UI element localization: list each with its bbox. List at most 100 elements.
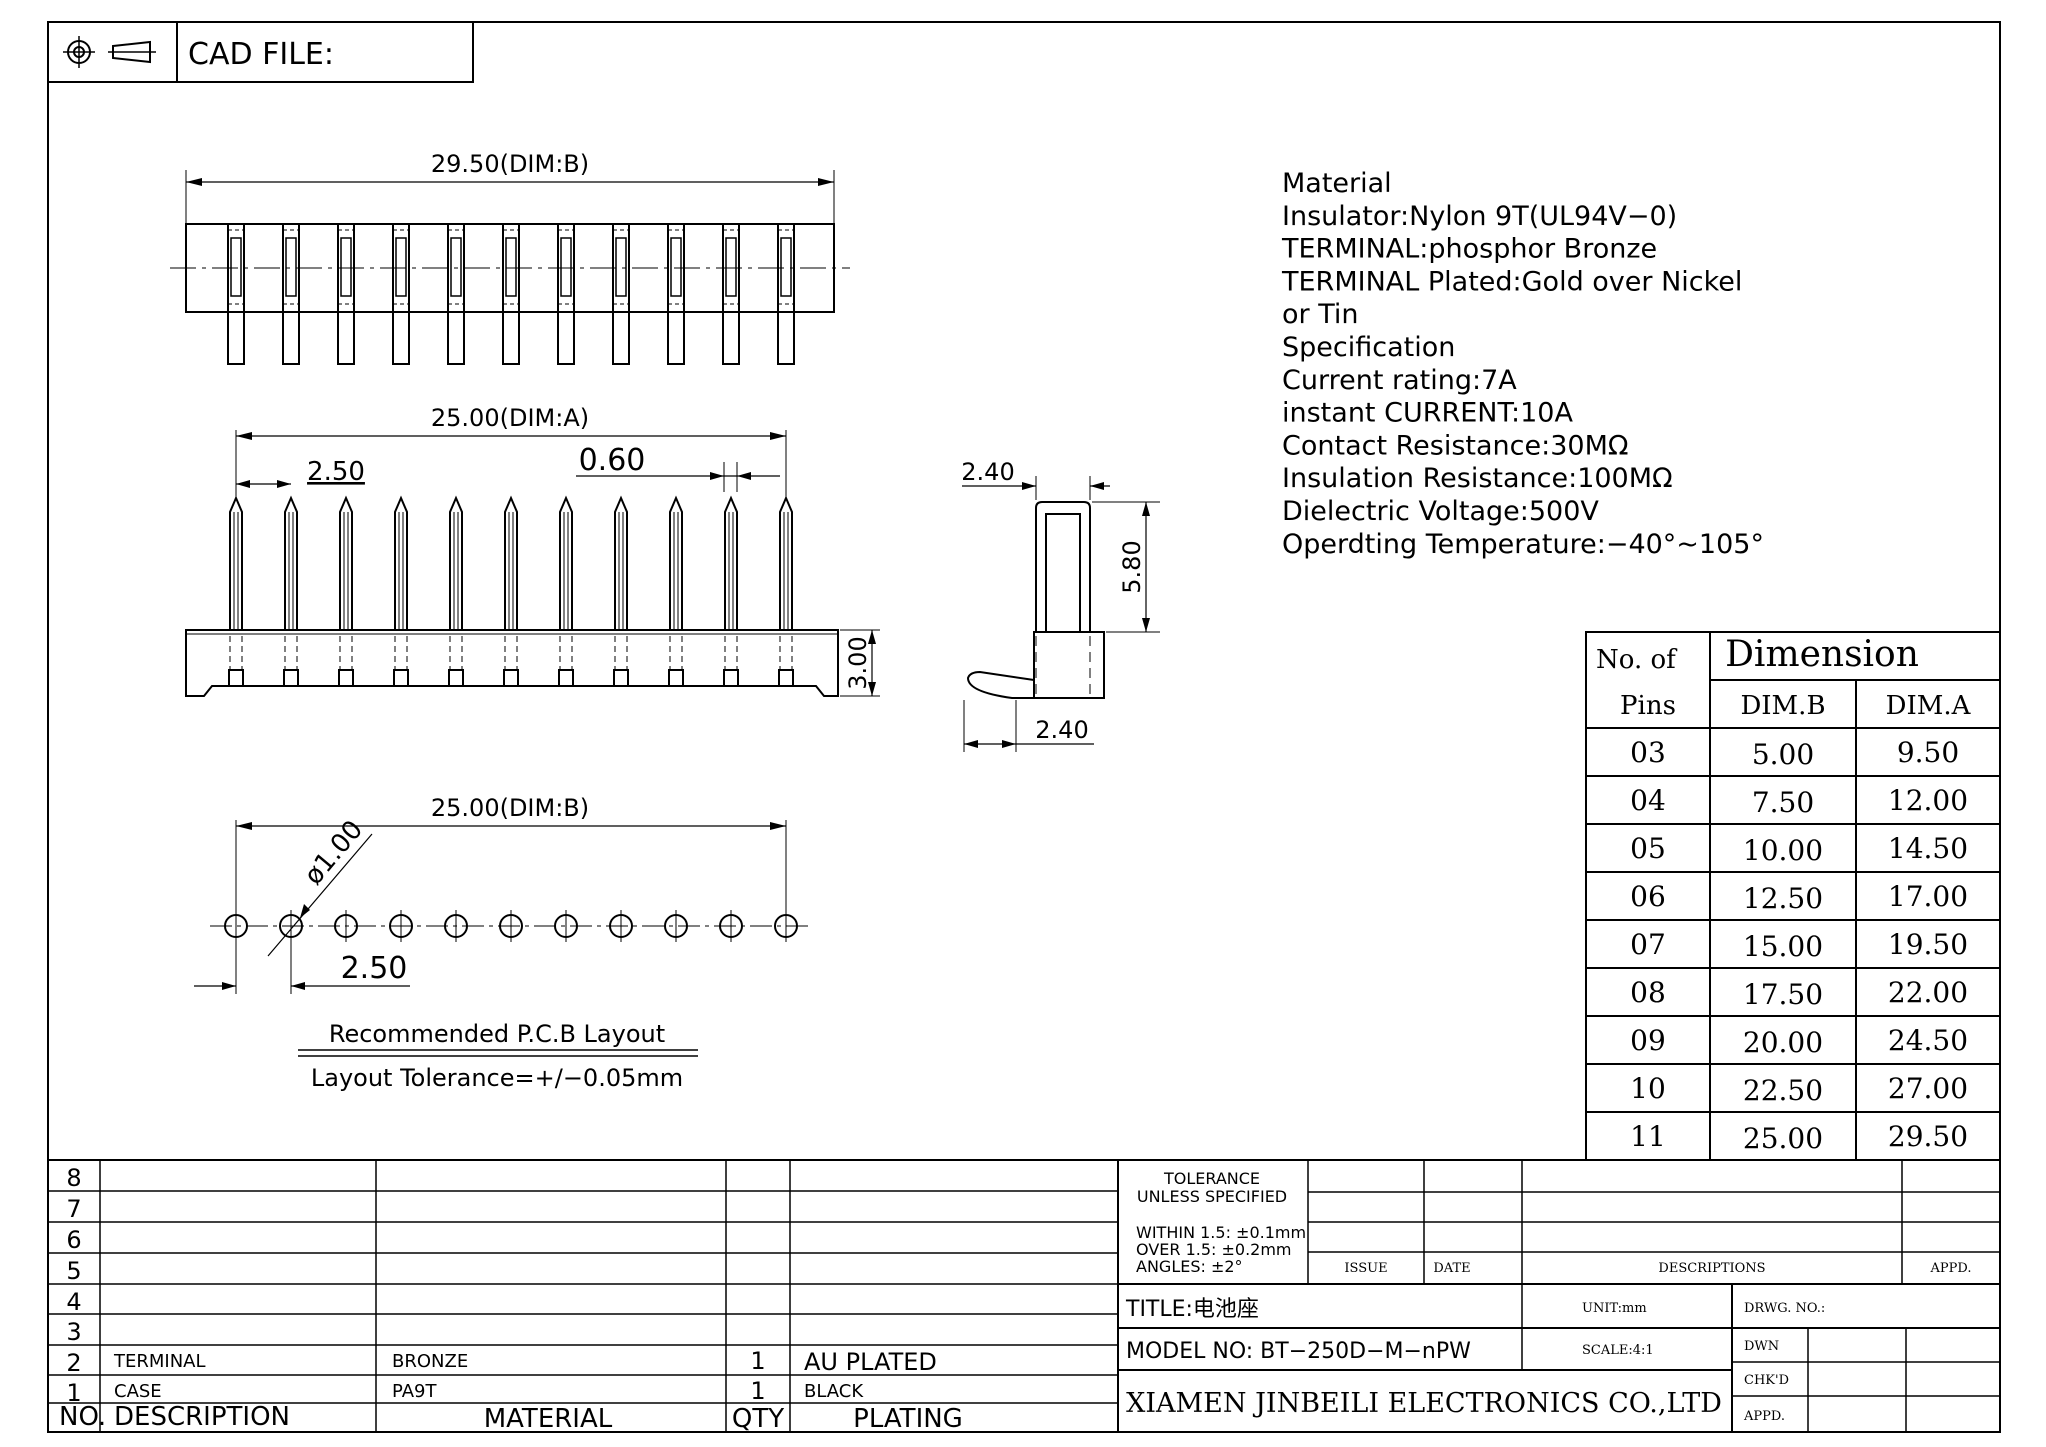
row-pins: 03 bbox=[1630, 736, 1666, 769]
front-view-pin bbox=[558, 495, 574, 687]
row-dima: 27.00 bbox=[1888, 1072, 1968, 1105]
spec-line: Dielectric Voltage:500V bbox=[1282, 496, 1599, 527]
pin-width-dim: 0.60 bbox=[579, 443, 646, 478]
bom-row-number: 6 bbox=[66, 1226, 81, 1254]
bom-item-qty: 1 bbox=[750, 1347, 765, 1375]
front-view-pin bbox=[338, 495, 354, 687]
table-head-pins-2: Pins bbox=[1620, 691, 1676, 721]
row-dimb: 15.00 bbox=[1743, 930, 1823, 963]
pcb-hole bbox=[664, 910, 688, 942]
row-dima: 19.50 bbox=[1888, 928, 1968, 961]
bom-item-qty: 1 bbox=[750, 1377, 765, 1405]
pcb-hole bbox=[444, 910, 468, 942]
row-dima: 14.50 bbox=[1888, 832, 1968, 865]
drawing-number-label: DRWG. NO.: bbox=[1744, 1301, 1825, 1316]
pcb-layout-tolerance: Layout Tolerance=+/−0.05mm bbox=[311, 1064, 683, 1092]
dwn-label: DWN bbox=[1744, 1339, 1779, 1354]
table-head-dimension: Dimension bbox=[1725, 634, 1919, 675]
row-pins: 05 bbox=[1630, 832, 1666, 865]
table-head-dimb: DIM.B bbox=[1740, 691, 1825, 721]
row-pins: 10 bbox=[1630, 1072, 1666, 1105]
front-view-pin bbox=[613, 495, 629, 687]
scale-label: SCALE:4:1 bbox=[1582, 1343, 1654, 1358]
front-view-pin bbox=[283, 495, 299, 687]
bom-item-plating: BLACK bbox=[804, 1381, 864, 1402]
spec-line: Material bbox=[1282, 168, 1392, 199]
front-width-dim: 25.00(DIM:A) bbox=[431, 404, 589, 432]
row-pins: 08 bbox=[1630, 976, 1666, 1009]
front-view-pin bbox=[723, 495, 739, 687]
appd-label: APPD. bbox=[1743, 1409, 1785, 1424]
bom-head-desc: DESCRIPTION bbox=[114, 1402, 290, 1432]
tolerance-angles: ANGLES: ±2° bbox=[1136, 1257, 1243, 1276]
pcb-hole bbox=[499, 910, 523, 942]
spec-line: Operdting Temperature:−40°~105° bbox=[1282, 529, 1764, 560]
row-dimb: 22.50 bbox=[1743, 1074, 1823, 1107]
bom-item-no: 1 bbox=[66, 1379, 81, 1407]
top-view-pin bbox=[392, 223, 410, 365]
bom-row-number: 4 bbox=[66, 1288, 81, 1316]
drawing-title: TITLE:电池座 bbox=[1125, 1297, 1259, 1322]
top-view-pin bbox=[722, 223, 740, 365]
rev-issue-label: ISSUE bbox=[1344, 1261, 1387, 1276]
row-pins: 11 bbox=[1630, 1120, 1666, 1153]
pcb-hole bbox=[609, 910, 633, 942]
row-pins: 07 bbox=[1630, 928, 1666, 961]
row-dimb: 20.00 bbox=[1743, 1026, 1823, 1059]
top-view-pin bbox=[227, 223, 245, 365]
table-head-dima: DIM.A bbox=[1886, 691, 1972, 721]
bom-item-desc: TERMINAL bbox=[113, 1351, 206, 1372]
top-view-pin bbox=[557, 223, 575, 365]
rev-descriptions-label: DESCRIPTIONS bbox=[1658, 1261, 1765, 1276]
chkd-label: CHK'D bbox=[1744, 1373, 1789, 1388]
unit-label: UNIT:mm bbox=[1582, 1301, 1647, 1316]
bom-item-material: BRONZE bbox=[392, 1351, 468, 1372]
bom-row-number: 3 bbox=[66, 1318, 81, 1346]
row-dima: 17.00 bbox=[1888, 880, 1968, 913]
row-dimb: 5.00 bbox=[1752, 738, 1814, 771]
pcb-layout-title: Recommended P.C.B Layout bbox=[329, 1020, 665, 1048]
top-view-pin bbox=[502, 223, 520, 365]
top-view-pin bbox=[777, 223, 795, 365]
bom-item-material: PA9T bbox=[392, 1381, 437, 1402]
top-view: 29.50(DIM:B) bbox=[170, 150, 850, 365]
cad-header: CAD FILE: bbox=[47, 21, 474, 83]
side-height-dim: 5.80 bbox=[1118, 540, 1146, 593]
pcb-width-dim: 25.00(DIM:B) bbox=[431, 794, 589, 822]
row-pins: 09 bbox=[1630, 1024, 1666, 1057]
spec-line: Contact Resistance:30MΩ bbox=[1282, 430, 1629, 461]
row-dima: 12.00 bbox=[1888, 784, 1968, 817]
front-view-pin bbox=[393, 495, 409, 687]
tolerance-title-2: UNLESS SPECIFIED bbox=[1137, 1187, 1287, 1206]
row-dimb: 25.00 bbox=[1743, 1122, 1823, 1155]
tolerance-within: WITHIN 1.5: ±0.1mm bbox=[1136, 1223, 1306, 1242]
top-width-dim: 29.50(DIM:B) bbox=[431, 150, 589, 178]
model-number: MODEL NO: BT−250D−M−nPW bbox=[1126, 1339, 1471, 1364]
row-dima: 29.50 bbox=[1888, 1120, 1968, 1153]
rev-date-label: DATE bbox=[1433, 1261, 1470, 1276]
top-view-pin bbox=[337, 223, 355, 365]
spec-line: Insulation Resistance:100MΩ bbox=[1282, 463, 1673, 494]
top-view-pin bbox=[612, 223, 630, 365]
pcb-hole bbox=[389, 910, 413, 942]
pcb-hole bbox=[334, 910, 358, 942]
front-view: 25.00(DIM:A) 2.50 0.60 3.00 bbox=[185, 404, 880, 697]
front-view-pin bbox=[228, 495, 244, 687]
spec-line: Current rating:7A bbox=[1282, 365, 1517, 396]
spec-line: TERMINAL Plated:Gold over Nickel bbox=[1281, 266, 1742, 297]
dimension-table-row: 10 22.50 27.00 bbox=[1630, 1072, 1968, 1107]
pcb-hole bbox=[719, 910, 743, 942]
pcb-pitch-dim: 2.50 bbox=[341, 951, 408, 986]
tolerance-over: OVER 1.5: ±0.2mm bbox=[1136, 1240, 1292, 1259]
front-view-pin bbox=[668, 495, 684, 687]
cad-file-label: CAD FILE: bbox=[188, 37, 334, 72]
